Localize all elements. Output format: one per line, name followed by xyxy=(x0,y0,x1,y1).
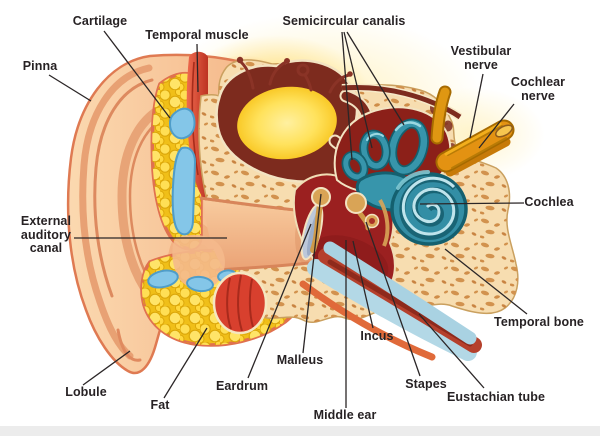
label-eustachian-tube: Eustachian tube xyxy=(446,390,546,404)
label-semicircular-canals: Semicircular canalis xyxy=(282,14,406,28)
semicircular-leader-line-3 xyxy=(346,31,405,126)
eustachian-leader-line xyxy=(418,313,485,389)
label-lobule: Lobule xyxy=(65,385,107,399)
label-vestibular-nerve: Vestibular nerve xyxy=(450,44,512,72)
label-middle-ear: Middle ear xyxy=(313,408,377,422)
leader-lines xyxy=(48,30,528,408)
semicircular-leader-line-2 xyxy=(343,31,373,149)
label-cartilage: Cartilage xyxy=(72,14,128,28)
lobule-leader-line xyxy=(82,350,131,386)
label-incus: Incus xyxy=(360,329,394,343)
label-external-auditory-canal: External auditory canal xyxy=(20,214,72,255)
pinna-leader-line xyxy=(48,74,92,102)
cartilage-shapes xyxy=(147,107,237,293)
label-pinna: Pinna xyxy=(22,59,58,73)
label-temporal-muscle: Temporal muscle xyxy=(145,28,249,42)
temporal-muscle-leader-line xyxy=(196,43,199,93)
stapes-leader-line xyxy=(365,221,421,377)
inner-ear-labyrinth xyxy=(333,85,468,246)
nerve-bundle xyxy=(435,119,515,177)
blood-vessel-branches xyxy=(236,56,353,94)
label-stapes: Stapes xyxy=(405,377,447,391)
fat-leader-line xyxy=(163,327,208,399)
label-cochlea: Cochlea xyxy=(524,195,574,209)
label-cochlear-nerve: Cochlear nerve xyxy=(510,75,566,103)
cochlea-spiral xyxy=(390,170,468,246)
semicircular-leader-line-1 xyxy=(341,31,353,161)
label-eardrum: Eardrum xyxy=(215,379,269,393)
vestibular-nerve-leader-line xyxy=(469,73,484,139)
incus-leader-line xyxy=(352,240,374,329)
cartilage-leader-line xyxy=(103,30,171,119)
label-fat: Fat xyxy=(150,398,170,412)
muscle-cross-section xyxy=(212,271,268,335)
malleus-leader-line xyxy=(302,193,322,354)
cochlear-nerve-leader-line xyxy=(478,103,515,149)
label-temporal-bone: Temporal bone xyxy=(494,315,584,329)
semicircular-canals-shape xyxy=(341,118,429,182)
eustachian-tube-shape xyxy=(299,241,482,361)
temporal-bone-leader-line xyxy=(444,248,528,315)
eardrum-leader-line xyxy=(247,223,312,379)
page-bottom-strip xyxy=(0,426,600,436)
label-malleus: Malleus xyxy=(276,353,324,367)
cochlea-leader-line xyxy=(419,202,525,205)
